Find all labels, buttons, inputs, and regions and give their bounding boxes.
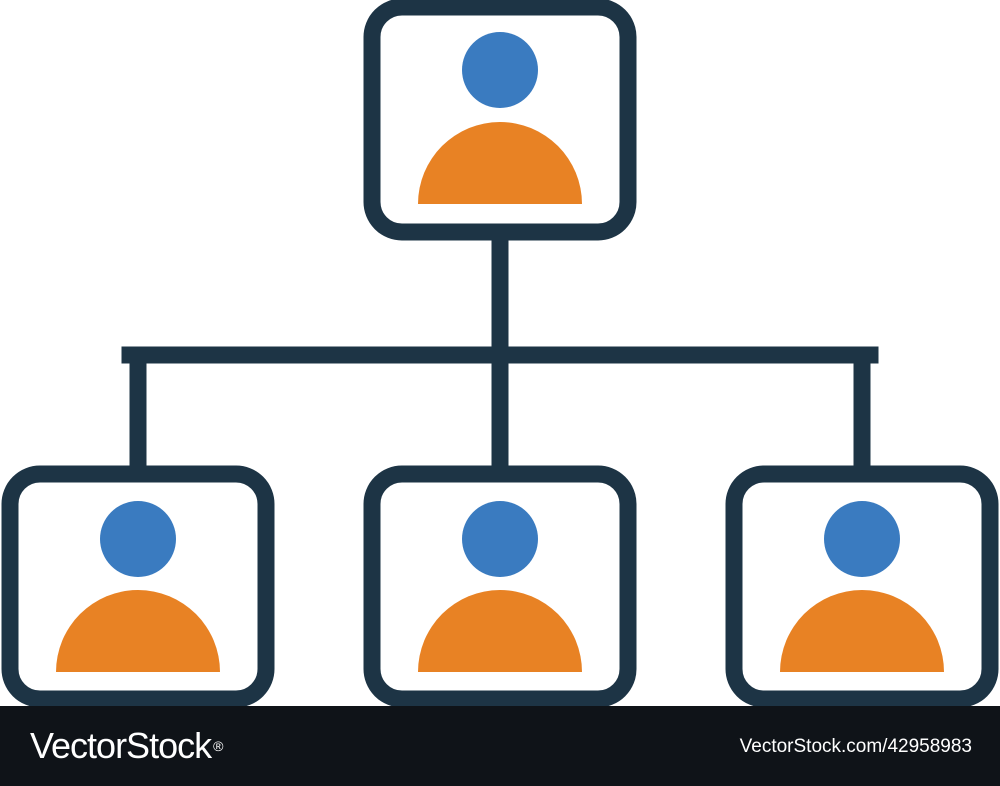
watermark-footer: VectorStock® VectorStock.com/42958983 — [0, 706, 1000, 786]
person-head-icon — [462, 501, 538, 577]
watermark-brand: VectorStock® — [30, 725, 223, 766]
person-node-right — [725, 465, 999, 706]
watermark-brand-text: VectorStock — [30, 725, 212, 766]
person-head-icon — [100, 501, 176, 577]
person-body-icon — [56, 590, 220, 672]
person-body-icon — [418, 122, 582, 204]
person-node-center — [363, 465, 637, 706]
person-body-icon — [418, 590, 582, 672]
watermark-image-id: VectorStock.com/42958983 — [739, 736, 972, 757]
connector-lines — [121, 232, 879, 478]
person-head-icon — [462, 32, 538, 108]
org-chart-diagram — [1, 0, 999, 706]
person-node-top — [363, 0, 637, 241]
person-head-icon — [824, 501, 900, 577]
person-node-left — [1, 465, 275, 706]
registered-mark: ® — [213, 738, 223, 754]
person-body-icon — [780, 590, 944, 672]
